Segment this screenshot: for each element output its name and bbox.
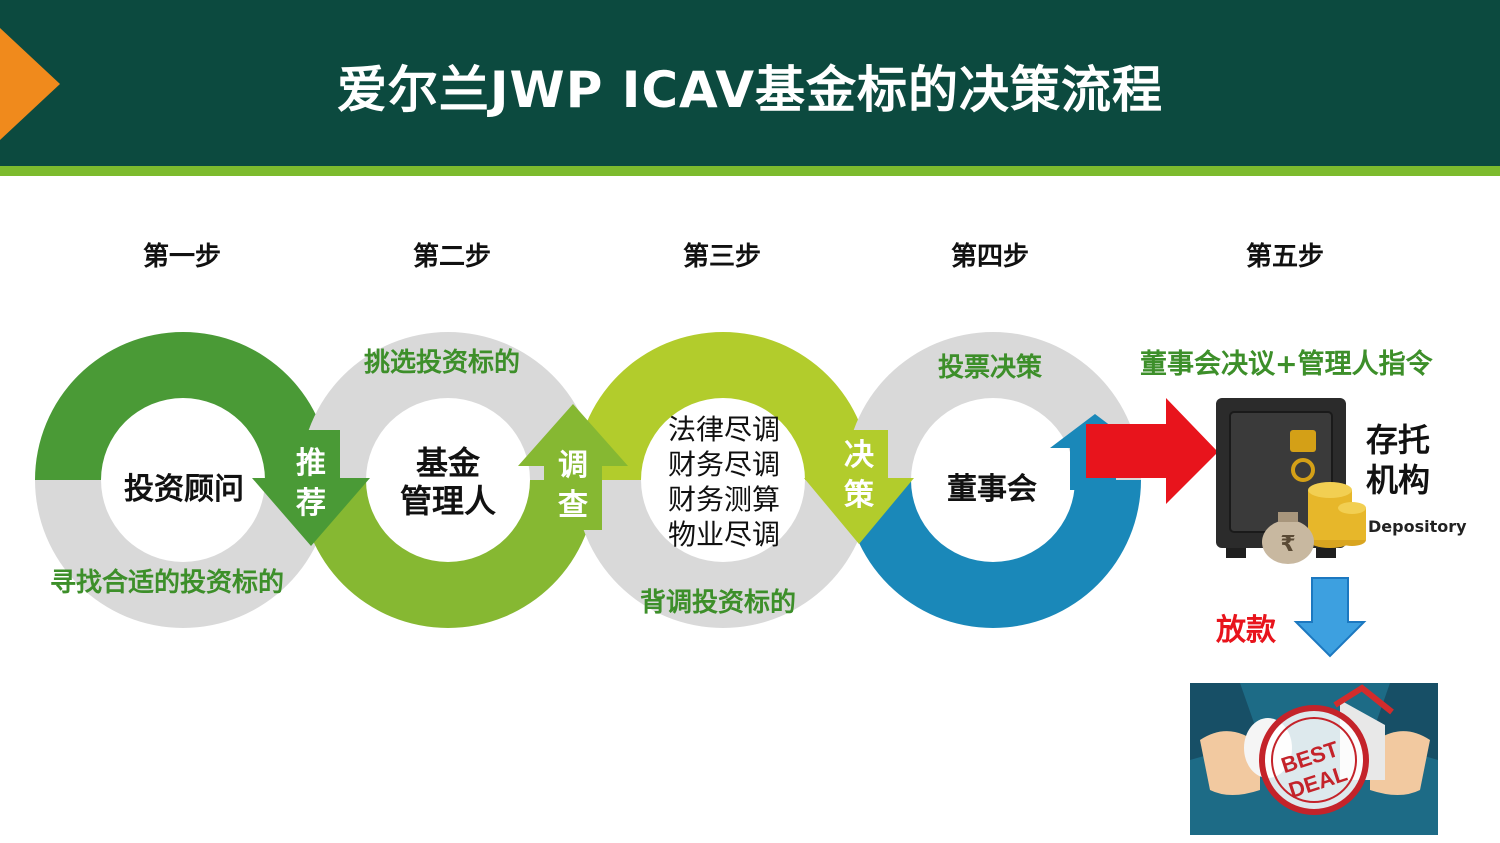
ring-3-caption: 背调投资标的 — [640, 588, 797, 618]
recommend-arrow-label: 推 荐 — [291, 444, 331, 524]
decision-arrow — [804, 430, 914, 544]
header-bar — [0, 0, 1500, 166]
decision-arrow-label: 决 策 — [839, 436, 879, 516]
orange-marker — [0, 28, 60, 140]
ring-3-bottom-arc — [575, 480, 871, 628]
depository-cn-label: 存托机构 — [1366, 421, 1431, 499]
ring-1-center-label: 投资顾问 — [124, 472, 244, 507]
ring-4-bottom-arc — [845, 480, 1141, 628]
ring-2-line-2: 管理人 — [399, 482, 496, 520]
decision-char-1: 决 — [844, 438, 874, 473]
red-right-arrow — [1086, 398, 1218, 504]
ring-2-line-1: 基金 — [415, 444, 480, 482]
investigate-char-2: 查 — [558, 488, 588, 523]
step-5-title: 董事会决议+管理人指令 — [1140, 349, 1433, 380]
step-3-label: 第三步 — [682, 242, 761, 272]
recommend-char-2: 荐 — [296, 486, 326, 521]
ring-4-caption: 投票决策 — [938, 353, 1043, 383]
loan-label: 放款 — [1216, 613, 1276, 648]
safe-icon — [1216, 398, 1346, 558]
ring-2 — [300, 332, 596, 628]
recommend-char-1: 推 — [296, 446, 326, 481]
ring-3-line-1: 法律尽调 — [667, 413, 780, 446]
depository-en-label: Depository — [1368, 517, 1467, 536]
ring-1 — [35, 332, 331, 628]
page-title: 爱尔兰JWP ICAV基金标的决策流程 — [336, 61, 1164, 119]
best-deal-image — [1190, 683, 1438, 835]
header-stripe — [0, 166, 1500, 176]
step-1-label: 第一步 — [142, 242, 221, 272]
step-2-label: 第二步 — [412, 242, 491, 272]
ring-3-line-2: 财务尽调 — [667, 448, 780, 481]
money-bag-icon: ₹ — [1262, 512, 1314, 564]
gold-coins-icon — [1308, 482, 1366, 548]
ring-3-center-label: 法律尽调 财务尽调 财务测算 物业尽调 — [642, 412, 806, 552]
investigate-char-1: 调 — [558, 448, 588, 483]
ring-2-caption: 挑选投资标的 — [364, 348, 521, 378]
ring-1-caption: 寻找合适的投资标的 — [50, 568, 285, 598]
step-5-label: 第五步 — [1245, 242, 1324, 272]
ring-1-top-arc — [35, 332, 331, 480]
ring-3-top-arc — [575, 332, 871, 480]
down-arrow — [1293, 577, 1367, 658]
ring-2-bottom-arc — [300, 480, 596, 628]
ring-2-center-label: 基金 管理人 — [368, 444, 528, 520]
ring-3-line-3: 财务测算 — [667, 483, 780, 516]
decision-char-2: 策 — [844, 478, 874, 513]
ring-2-top-arc — [300, 332, 596, 480]
ring-3 — [575, 332, 871, 628]
ring-1-bottom-arc — [35, 480, 331, 628]
investigate-arrow-label: 调 查 — [553, 446, 593, 526]
recommend-arrow — [252, 430, 370, 546]
step-4-label: 第四步 — [950, 242, 1029, 272]
investigate-arrow — [518, 404, 628, 530]
ring-3-line-4: 物业尽调 — [667, 518, 780, 551]
ring-4-center-label: 董事会 — [947, 472, 1037, 507]
svg-text:₹: ₹ — [1280, 532, 1295, 557]
